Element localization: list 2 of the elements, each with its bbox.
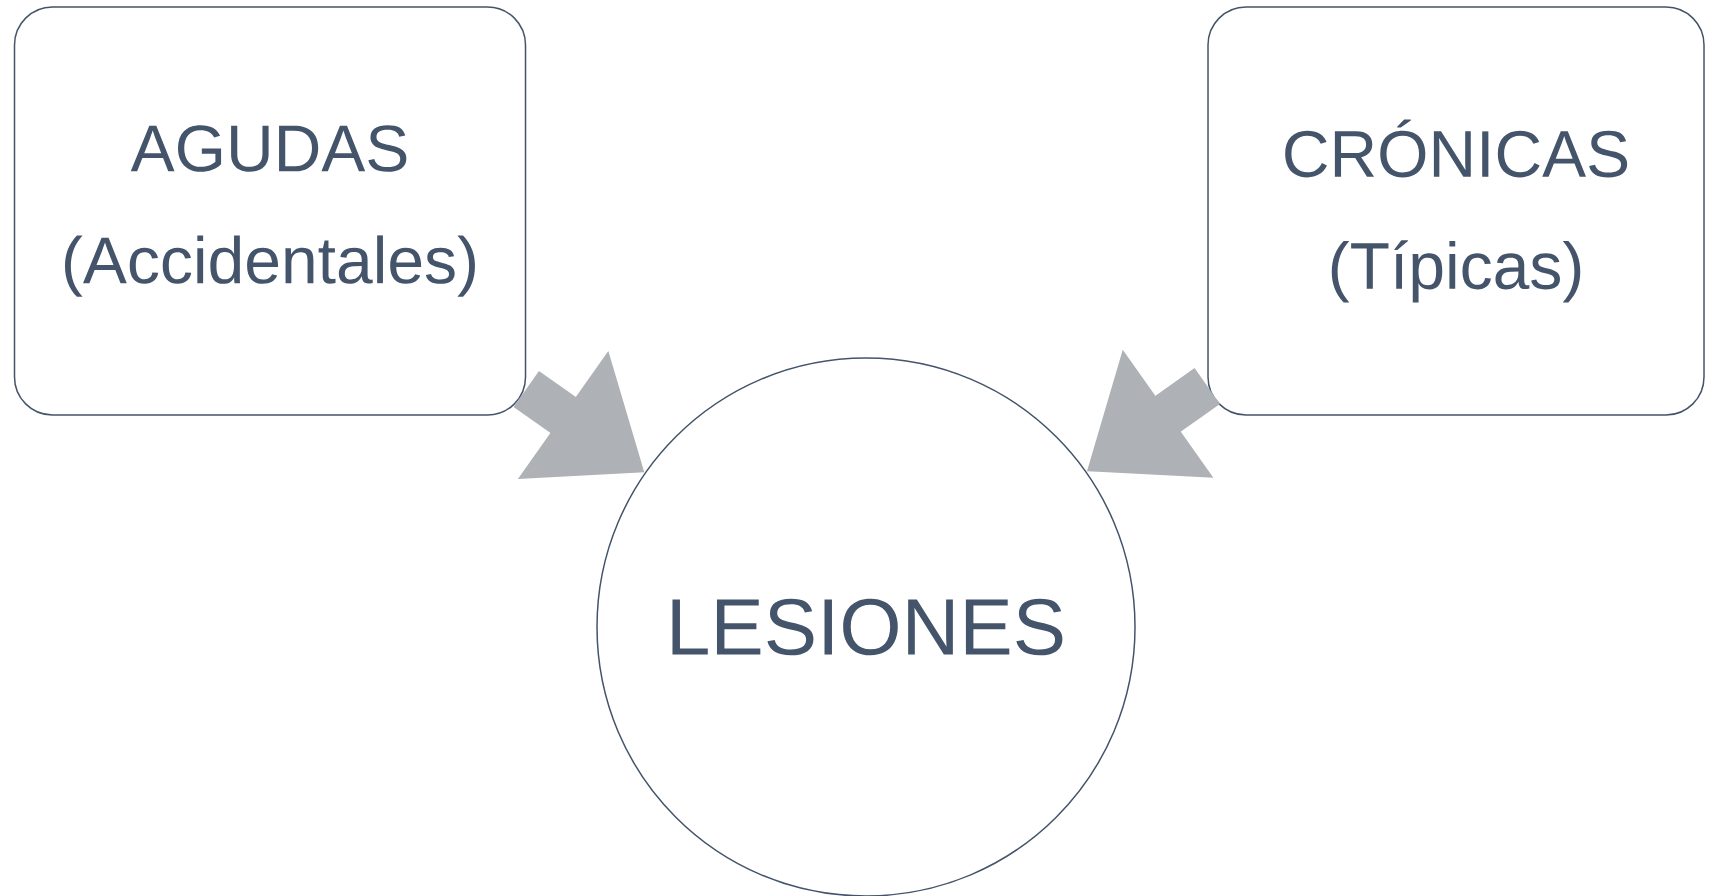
rounded-box: CRÓNICAS (Típicas) (1207, 6, 1705, 416)
rounded-box: AGUDAS (Accidentales) (13, 6, 527, 416)
